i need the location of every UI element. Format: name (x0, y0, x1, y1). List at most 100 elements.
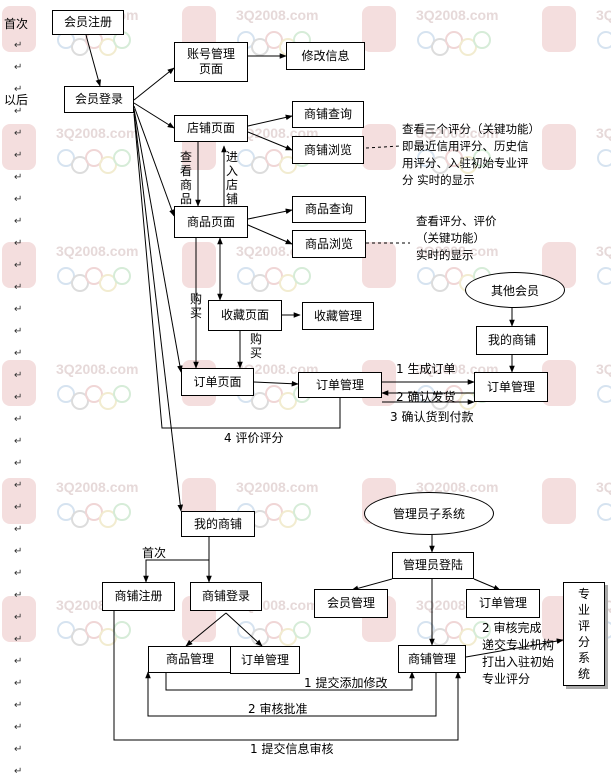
member-login-node[interactable]: 会员登录 (64, 86, 134, 113)
paragraph-mark: ↵ (14, 634, 23, 645)
paragraph-mark: ↵ (14, 568, 23, 579)
order-mgmt-low-node[interactable]: 订单管理 (230, 646, 300, 674)
svg-text:3Q2008.com: 3Q2008.com (416, 125, 499, 141)
paragraph-mark: ↵ (14, 480, 23, 491)
paragraph-mark: ↵ (14, 128, 23, 139)
paragraph-mark: ↵ (14, 766, 23, 777)
label-first-time-2: 首次 (142, 546, 167, 560)
order-mgmt-node[interactable]: 订单管理 (298, 372, 382, 398)
my-shop-right-node[interactable]: 我的商铺 (476, 326, 548, 355)
label-submit-edit: 1 提交添加修改 (304, 676, 388, 690)
svg-text:3Q2008.com: 3Q2008.com (596, 361, 611, 377)
svg-text:3Q2008.com: 3Q2008.com (56, 361, 139, 377)
favorites-page-node[interactable]: 收藏页面 (208, 300, 282, 331)
svg-text:3Q2008.com: 3Q2008.com (596, 125, 611, 141)
watermark-tile: 3Q2008.com (542, 478, 611, 524)
paragraph-mark: ↵ (14, 590, 23, 601)
label-audit-approve: 2 审核批准 (248, 702, 308, 716)
paragraph-mark: ↵ (14, 744, 23, 755)
paragraph-mark: ↵ (14, 194, 23, 205)
edit-info-node[interactable]: 修改信息 (286, 42, 365, 70)
order-page-node[interactable]: 订单页面 (181, 368, 254, 396)
watermark-tile: 3Q2008.com (182, 6, 319, 56)
other-member-node[interactable]: 其他会员 (465, 272, 565, 308)
paragraph-mark: ↵ (14, 436, 23, 447)
watermark-tile: 3Q2008.com (2, 360, 139, 410)
svg-text:3Q2008.com: 3Q2008.com (236, 479, 319, 495)
svg-text:3Q2008.com: 3Q2008.com (236, 361, 319, 377)
svg-text:3Q2008.com: 3Q2008.com (596, 243, 611, 259)
watermark-tile: 3Q2008.com (362, 242, 499, 292)
product-browse-note: 查看评分、评价 （关键功能） 实时的显示 (416, 214, 497, 262)
label-buy-2: 购买 (250, 332, 263, 360)
paragraph-mark: ↵ (14, 326, 23, 337)
label-buy-1: 购买 (190, 292, 203, 320)
svg-text:3Q2008.com: 3Q2008.com (416, 243, 499, 259)
paragraph-mark: ↵ (14, 106, 23, 117)
paragraph-mark: ↵ (14, 348, 23, 359)
paragraph-mark: ↵ (14, 656, 23, 667)
paragraph-mark: ↵ (14, 524, 23, 535)
svg-text:3Q2008.com: 3Q2008.com (596, 7, 611, 23)
svg-text:3Q2008.com: 3Q2008.com (416, 7, 499, 23)
paragraph-mark: ↵ (14, 216, 23, 227)
admin-subsystem-node[interactable]: 管理员子系统 (364, 492, 494, 535)
watermark-tile: 3Q2008.com (542, 360, 611, 406)
paragraph-mark: ↵ (14, 392, 23, 403)
order-mgmt-admin-node[interactable]: 订单管理 (466, 589, 540, 618)
paragraph-mark: ↵ (14, 84, 23, 95)
product-browse-node[interactable]: 商品浏览 (292, 230, 366, 258)
paragraph-mark: ↵ (14, 458, 23, 469)
paragraph-mark: ↵ (14, 40, 23, 51)
paragraph-mark: ↵ (14, 238, 23, 249)
paragraph-mark: ↵ (14, 546, 23, 557)
favorites-mgmt-node[interactable]: 收藏管理 (302, 302, 374, 330)
watermark-tile: 3Q2008.com (362, 6, 499, 56)
svg-text:3Q2008.com: 3Q2008.com (56, 125, 139, 141)
shop-page-node[interactable]: 店铺页面 (174, 115, 248, 142)
svg-text:3Q2008.com: 3Q2008.com (236, 7, 319, 23)
svg-text:3Q2008.com: 3Q2008.com (596, 479, 611, 495)
label-submit-info: 1 提交信息审核 (250, 742, 334, 756)
shop-browse-node[interactable]: 商铺浏览 (292, 136, 364, 164)
shop-login-node[interactable]: 商铺登录 (190, 582, 262, 611)
account-page-node[interactable]: 账号管理 页面 (174, 42, 248, 82)
product-query-node[interactable]: 商品查询 (292, 196, 366, 223)
svg-text:3Q2008.com: 3Q2008.com (56, 479, 139, 495)
paragraph-mark: ↵ (14, 502, 23, 513)
watermark-tile: 3Q2008.com (2, 478, 139, 528)
label-confirm-receipt: 3 确认货到付款 (390, 410, 474, 424)
admin-login-node[interactable]: 管理员登陆 (392, 552, 474, 579)
shop-query-node[interactable]: 商铺查询 (292, 101, 364, 128)
member-register-node[interactable]: 会员注册 (52, 10, 124, 35)
label-after: 以后 (4, 93, 29, 107)
paragraph-mark: ↵ (14, 260, 23, 271)
paragraph-mark: ↵ (14, 612, 23, 623)
paragraph-mark: ↵ (14, 700, 23, 711)
paragraph-mark: ↵ (14, 678, 23, 689)
watermark-tile: 3Q2008.com (542, 124, 611, 170)
paragraph-mark: ↵ (14, 172, 23, 183)
shop-mgmt-node[interactable]: 商铺管理 (398, 645, 466, 673)
member-mgmt-node[interactable]: 会员管理 (314, 589, 388, 618)
label-rate: 4 评价评分 (224, 431, 284, 445)
shop-register-node[interactable]: 商铺注册 (102, 582, 175, 611)
my-shop-node[interactable]: 我的商铺 (181, 511, 255, 537)
paragraph-mark: ↵ (14, 282, 23, 293)
svg-text:3Q2008.com: 3Q2008.com (56, 243, 139, 259)
label-enter-shop: 进入店铺 (226, 150, 239, 206)
pro-rating-system-node[interactable]: 专业评分系统 (563, 582, 605, 686)
order-mgmt-right-node[interactable]: 订单管理 (474, 372, 548, 402)
label-view-products: 查看商品 (180, 150, 193, 206)
label-confirm-ship: 2 确认发货 (396, 390, 456, 404)
shop-browse-note: 查看三个评分（关键功能） 即最近信用评分、历史信 用评分、入驻初始专业评 分 实… (402, 122, 540, 187)
product-page-node[interactable]: 商品页面 (174, 206, 248, 238)
paragraph-mark: ↵ (14, 370, 23, 381)
label-gen-order: 1 生成订单 (396, 362, 456, 376)
product-mgmt-node[interactable]: 商品管理 (148, 646, 232, 673)
svg-text:3Q2008.com: 3Q2008.com (416, 479, 499, 495)
label-review-done: 2 审核完成 递交专业机构 打出入驻初始 专业评分 (482, 621, 555, 686)
label-first-time: 首次 (4, 17, 29, 31)
paragraph-mark: ↵ (14, 150, 23, 161)
